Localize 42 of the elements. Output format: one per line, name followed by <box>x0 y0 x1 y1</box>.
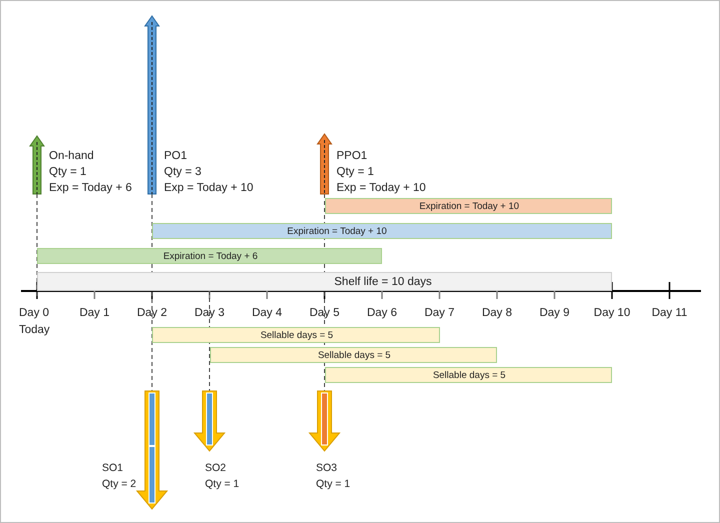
bar-label: Expiration = Today + 10 <box>419 200 520 212</box>
axis-label: Day 6 <box>366 306 398 320</box>
annotation-text: Qty = 1 <box>316 477 350 491</box>
axis-label: Day 10 <box>594 306 630 320</box>
bar-label: Sellable days = 5 <box>318 350 391 360</box>
axis-label: Day 4 <box>252 306 282 320</box>
bar-label: Sellable days = 5 <box>260 330 334 340</box>
sellable-days-bar <box>152 327 440 343</box>
annotation-text: On-hand <box>49 149 94 163</box>
annotation-text: SO3 <box>316 461 338 475</box>
annotation-text: Exp = Today + 10 <box>164 181 254 195</box>
expiration-bar <box>324 198 612 214</box>
annotation-text: PPO1 <box>336 149 368 163</box>
annotation-text: SO1 <box>102 461 124 475</box>
bar-label: Shelf life = 10 days <box>334 276 432 288</box>
sellable-days-bar <box>324 367 612 383</box>
annotation-text: Qty = 1 <box>205 477 240 491</box>
shelf-life-bar <box>37 272 612 291</box>
annotation-text: Qty = 1 <box>336 165 374 179</box>
expiration-bar <box>152 223 612 239</box>
annotation-text: SO2 <box>205 461 226 475</box>
axis-label: Day 2 <box>136 306 168 320</box>
annotation-text: Qty = 3 <box>164 165 202 179</box>
annotation-text: PO1 <box>164 149 188 163</box>
axis-label: Day 11 <box>652 306 688 320</box>
axis-label: Day 8 <box>482 306 512 320</box>
bar-label: Sellable days = 5 <box>432 370 506 380</box>
axis-label: Day 1 <box>79 306 110 320</box>
axis-label: Day 7 <box>424 306 455 320</box>
annotation-text: Qty = 1 <box>49 165 86 179</box>
annotation-text: Qty = 2 <box>102 477 136 491</box>
axis-label: Day 5 <box>309 306 340 320</box>
expiration-bar <box>37 248 382 264</box>
axis-label: Today <box>19 323 50 337</box>
bar-label: Expiration = Today + 6 <box>163 250 258 262</box>
bar-label: Expiration = Today + 10 <box>287 226 387 236</box>
annotation-text: Exp = Today + 10 <box>336 181 426 195</box>
sellable-days-bar <box>210 347 497 363</box>
axis-label: Day 0 <box>19 306 50 320</box>
axis-label: Day 9 <box>539 306 570 320</box>
axis-label: Day 3 <box>194 306 225 320</box>
annotation-text: Exp = Today + 6 <box>49 181 132 195</box>
